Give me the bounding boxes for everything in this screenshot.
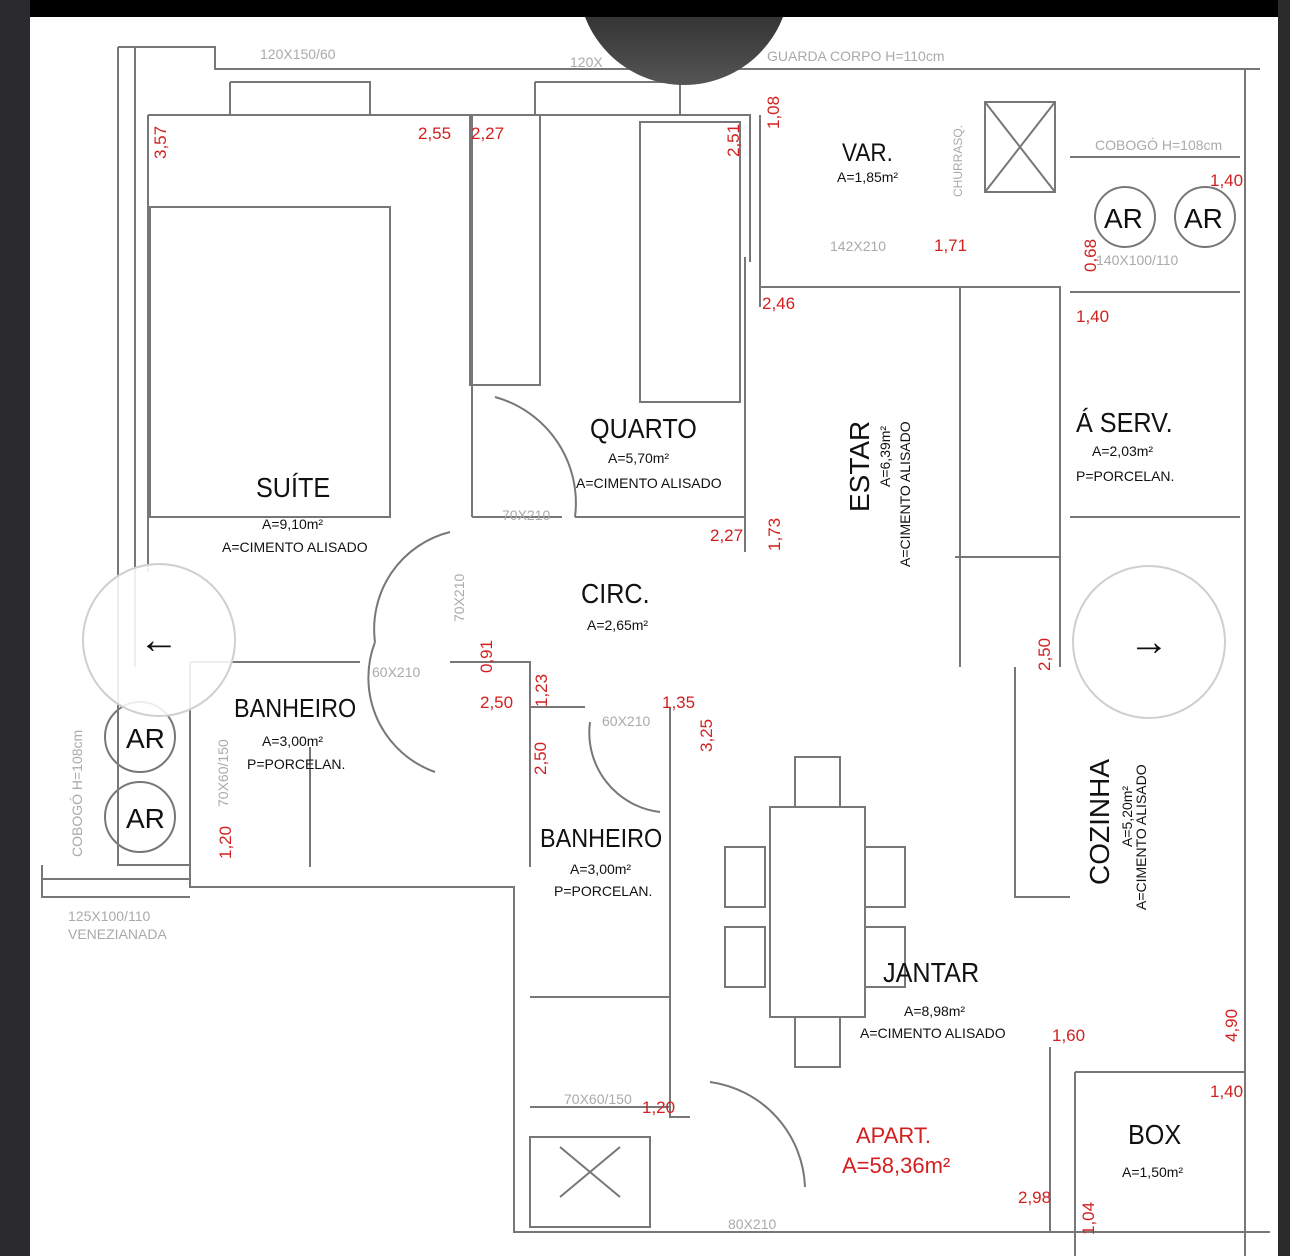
dimension: 1,35: [662, 693, 696, 712]
dimension: 1,40: [1210, 171, 1244, 190]
note: 142X210: [830, 238, 887, 254]
dimension: 1,23: [532, 673, 551, 707]
note: 80X210: [728, 1216, 777, 1232]
note: GUARDA CORPO H=110cm: [767, 48, 945, 64]
dimension: 1,08: [764, 95, 783, 129]
room-finish: P=PORCELAN.: [247, 756, 346, 772]
dimension: 3,57: [151, 125, 170, 159]
ac-unit-label: AR: [126, 723, 165, 754]
ac-unit-label: AR: [1104, 203, 1143, 234]
room-area: A=2,65m²: [587, 617, 649, 633]
floor-plan-walls: [41, 46, 1270, 1256]
total-label: APART.: [856, 1123, 931, 1148]
room-name: SUÍTE: [256, 472, 331, 503]
dimension: 2,46: [762, 294, 796, 313]
room-area: A=1,50m²: [1122, 1164, 1184, 1180]
dimension: 2,50: [1035, 637, 1054, 671]
room-name: JANTAR: [883, 957, 980, 988]
ac-unit-label: AR: [126, 803, 165, 834]
room-area: A=1,85m²: [837, 169, 899, 185]
note: 140X100/110: [1096, 252, 1179, 268]
dimension: 2,27: [471, 124, 505, 143]
viewer-top-bar: [30, 0, 1278, 17]
dimension: 1,40: [1076, 307, 1110, 326]
room-name: VAR.: [842, 139, 893, 167]
room-area: A=9,10m²: [262, 516, 324, 532]
note: 125X100/110: [68, 908, 151, 924]
note: 70X60/150: [215, 739, 231, 807]
room-finish: A=CIMENTO ALISADO: [222, 539, 368, 555]
dimension: 1,73: [765, 517, 784, 551]
room-area: A=8,98m²: [904, 1003, 966, 1019]
room-name: ESTAR: [844, 420, 875, 512]
note: 60X210: [602, 713, 651, 729]
dimension: 2,51: [724, 123, 743, 157]
note: COBOGÓ H=108cm: [69, 729, 85, 857]
previous-image-button[interactable]: ←: [82, 563, 236, 717]
dimension: 0,68: [1081, 238, 1100, 272]
room-finish: P=PORCELAN.: [554, 883, 653, 899]
ac-unit-label: AR: [1184, 203, 1223, 234]
room-finish: A=CIMENTO ALISADO: [860, 1025, 1006, 1041]
room-name: BOX: [1128, 1119, 1182, 1150]
room-area: A=2,03m²: [1092, 443, 1154, 459]
dimension: 2,27: [710, 526, 744, 545]
dimension: 4,90: [1222, 1008, 1241, 1042]
note: 120X150/60: [260, 46, 336, 62]
room-name: CIRC.: [581, 578, 650, 609]
arrow-left-icon: ←: [139, 617, 179, 662]
dimension: 2,50: [531, 741, 550, 775]
note: 60X210: [372, 664, 421, 680]
dimension: 2,55: [418, 124, 452, 143]
dimension: 1,20: [642, 1098, 676, 1117]
dimension: 2,98: [1018, 1188, 1052, 1207]
floor-plan-image: SUÍTE A=9,10m² A=CIMENTO ALISADO QUARTO …: [30, 17, 1278, 1256]
next-image-button[interactable]: →: [1072, 565, 1226, 719]
note: COBOGÓ H=108cm: [1095, 137, 1223, 153]
room-name: BANHEIRO: [540, 823, 663, 853]
note: 120X: [570, 54, 603, 70]
room-name: BANHEIRO: [234, 693, 357, 723]
note: VENEZIANADA: [68, 926, 167, 942]
note: 70X60/150: [564, 1091, 632, 1107]
dimension: 1,20: [216, 825, 235, 859]
room-finish: A=CIMENTO ALISADO: [897, 421, 913, 567]
room-finish: A=CIMENTO ALISADO: [576, 475, 722, 491]
dimension: 1,40: [1210, 1082, 1244, 1101]
dimension: 0,91: [477, 639, 496, 673]
dimension: 1,71: [934, 236, 968, 255]
dimension: 1,60: [1052, 1026, 1086, 1045]
dimension: 2,50: [480, 693, 514, 712]
room-area: A=5,20m²: [1119, 785, 1135, 847]
note: CHURRASQ.: [951, 124, 965, 197]
room-area: A=3,00m²: [570, 861, 632, 877]
room-finish: A=CIMENTO ALISADO: [1133, 764, 1149, 910]
room-area: A=3,00m²: [262, 733, 324, 749]
note: 70X210: [502, 507, 551, 523]
total-area: A=58,36m²: [842, 1153, 951, 1178]
room-area: A=5,70m²: [608, 450, 670, 466]
room-name: QUARTO: [590, 413, 697, 444]
room-finish: P=PORCELAN.: [1076, 468, 1175, 484]
dimension: 3,25: [697, 718, 716, 752]
room-name: COZINHA: [1084, 759, 1115, 885]
room-name: Á SERV.: [1076, 407, 1173, 438]
dimension: 1,04: [1079, 1201, 1098, 1235]
arrow-right-icon: →: [1129, 619, 1169, 664]
room-area: A=6,39m²: [877, 425, 893, 487]
note: 70X210: [451, 573, 467, 622]
